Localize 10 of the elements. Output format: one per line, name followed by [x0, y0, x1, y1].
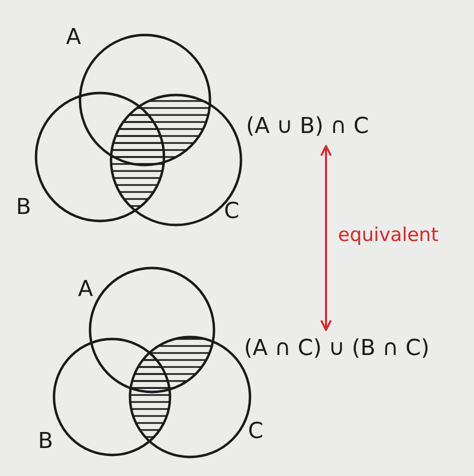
edge-label: equivalent	[338, 224, 438, 246]
set-label: A	[78, 278, 94, 302]
set-label: C	[248, 420, 264, 444]
set-expression: (A ∩ C) ∪ (B ∩ C)	[244, 336, 430, 362]
set-label: B	[16, 196, 32, 220]
set-label: C	[224, 200, 240, 224]
set-label: A	[66, 26, 82, 50]
double-arrow	[320, 145, 332, 331]
set-expression: (A ∪ B) ∩ C	[246, 114, 369, 140]
set-label: B	[38, 430, 54, 454]
